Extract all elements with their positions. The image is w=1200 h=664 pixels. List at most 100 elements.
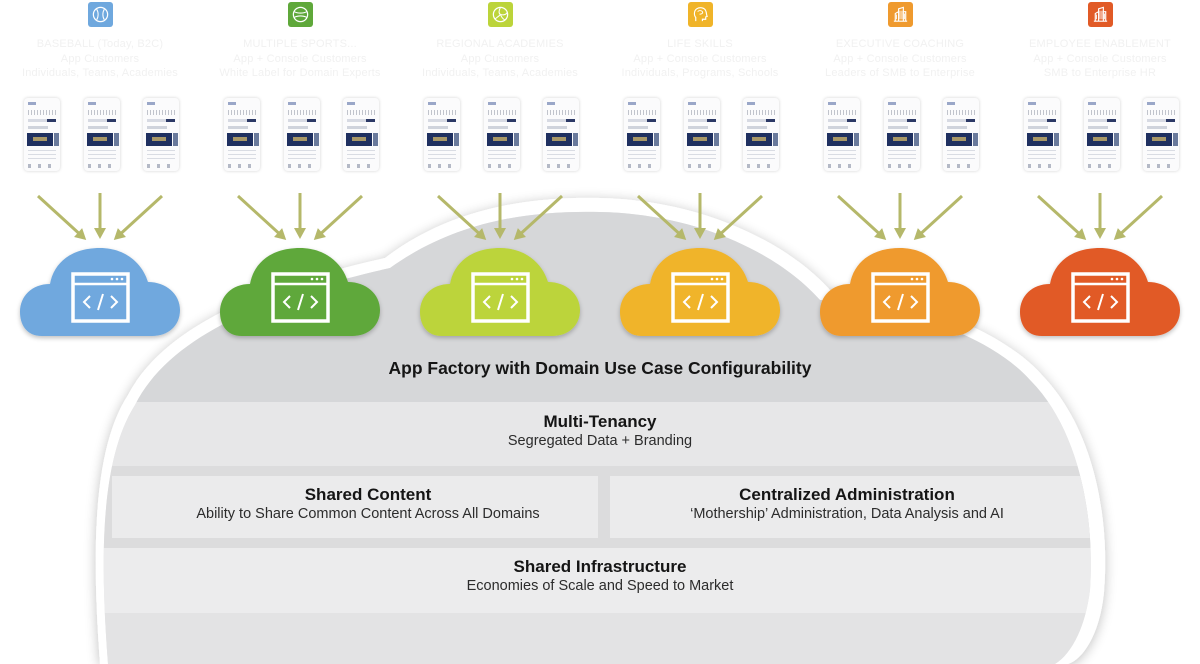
multi-tenancy-layer: Multi-Tenancy Segregated Data + Branding [300,411,900,451]
arrow [36,194,87,241]
domain-description: White Label for Domain Experts [219,67,381,79]
app-cloud-regional-academies [420,244,580,342]
code-window-icon [271,272,330,323]
app-screenshots [224,98,379,173]
phone-mockup [884,98,920,171]
centralized-administration-subtitle: ‘Mothership’ Administration, Data Analys… [690,506,1004,522]
arrow [694,193,706,239]
multi-tenancy-title: Multi-Tenancy [543,412,657,431]
domain-description: Individuals, Programs, Schools [621,67,779,79]
domain-title: MULTIPLE SPORTS... [243,38,357,50]
domain-title: REGIONAL ACADEMIES [436,38,564,50]
phone-mockup [624,98,660,171]
multi-tenancy-subtitle: Segregated Data + Branding [507,433,693,449]
domain-executive-coaching: EXECUTIVE COACHING App + Console Customer… [800,0,1000,180]
code-window-icon [1071,272,1130,323]
shared-infrastructure-layer: Shared Infrastructure Economies of Scale… [300,556,900,596]
domain-title: LIFE SKILLS [667,38,733,50]
arrow [436,194,487,241]
domain-description: Individuals, Teams, Academies [421,67,578,79]
phone-mockup [24,98,60,171]
phone-mockup [284,98,320,171]
shared-content-layer: Shared Content Ability to Share Common C… [112,484,624,524]
phone-mockup [1084,98,1120,171]
app-cloud-baseball [20,244,180,342]
brain-head-icon [688,2,713,27]
domain-label: MULTIPLE SPORTS... App + Console Customer… [200,37,400,81]
code-window-icon [471,272,530,323]
app-screenshots [1024,98,1179,173]
phone-mockup [143,98,179,171]
arrow [1094,193,1106,239]
phone-mockup [343,98,379,171]
domain-label: EMPLOYEE ENABLEMENT App + Console Custome… [1000,37,1200,81]
domain-description: App Customers [60,52,140,65]
volleyball-icon [488,2,513,27]
arrow [313,194,364,241]
domain-title: EMPLOYEE ENABLEMENT [1029,38,1171,50]
phone-mockup [824,98,860,171]
phone-mockup [1024,98,1060,171]
arrow [713,194,764,241]
arrow [94,193,106,239]
arrow [494,193,506,239]
domain-description: Leaders of SMB to Enterprise [825,67,975,79]
centralized-administration-layer: Centralized Administration ‘Mothership’ … [610,484,1084,524]
office-building-icon [888,2,913,27]
domain-title: BASEBALL (Today, B2C) [36,38,164,50]
arrow [294,193,306,239]
shared-infrastructure-title: Shared Infrastructure [513,557,687,576]
arrow [636,194,687,241]
domain-description: App + Console Customers [633,52,767,65]
phone-mockup [943,98,979,171]
phone-mockup [1143,98,1179,171]
domain-description: App + Console Customers [233,52,367,65]
app-cloud-executive-coaching [820,244,980,342]
arrow [236,194,287,241]
phone-mockup [743,98,779,171]
app-screenshots [424,98,579,173]
phone-mockup [484,98,520,171]
app-screenshots [624,98,779,173]
tennis-ball-icon [288,2,313,27]
arrow [913,194,964,241]
domain-title: EXECUTIVE COACHING [835,38,965,50]
domain-description: App + Console Customers [833,52,967,65]
arrow [894,193,906,239]
domain-label: EXECUTIVE COACHING App + Console Customer… [800,37,1000,81]
baseball-icon [88,2,113,27]
domain-description: Individuals, Teams, Academies [21,67,178,79]
phone-mockup [684,98,720,171]
phone-mockup [224,98,260,171]
arrow [836,194,887,241]
app-factory-title: App Factory with Domain Use Case Configu… [388,358,812,378]
app-factory-layer: App Factory with Domain Use Case Configu… [300,358,900,379]
app-screenshots [24,98,179,173]
arrow [1036,194,1087,241]
phone-mockup [543,98,579,171]
phone-mockup [84,98,120,171]
phone-mockup [424,98,460,171]
code-window-icon [871,272,930,323]
code-window-icon [671,272,730,323]
arrow [1113,194,1164,241]
domain-description: App + Console Customers [1033,52,1167,65]
shared-content-subtitle: Ability to Share Common Content Across A… [196,506,540,522]
app-cloud-multiple-sports [220,244,380,342]
centralized-administration-title: Centralized Administration [739,485,955,504]
domain-employee-enablement: EMPLOYEE ENABLEMENT App + Console Custome… [1000,0,1200,180]
arrow [113,194,164,241]
shared-infrastructure-subtitle: Economies of Scale and Speed to Market [466,578,734,594]
app-screenshots [824,98,979,173]
app-cloud-employee-enablement [1020,244,1180,342]
office-building-icon [1088,2,1113,27]
domain-description: App Customers [460,52,540,65]
